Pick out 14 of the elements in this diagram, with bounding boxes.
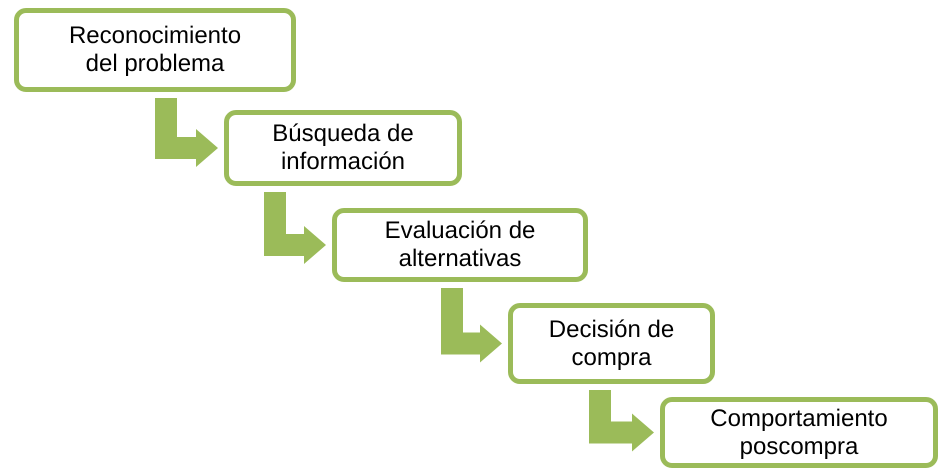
- bent-arrow: [441, 288, 502, 362]
- bent-arrow: [264, 192, 326, 264]
- bent-arrow: [589, 390, 654, 452]
- bent-arrow: [155, 98, 218, 167]
- process-box: [224, 110, 462, 186]
- step-label: Comportamiento poscompra: [709, 404, 889, 460]
- step-label: Evaluación de alternativas: [384, 217, 536, 273]
- step-label: Búsqueda de información: [271, 120, 415, 176]
- process-box: [14, 8, 296, 92]
- process-box: [508, 303, 715, 384]
- process-box: [660, 397, 938, 468]
- step-label: Decisión de compra: [548, 316, 676, 372]
- process-box: [332, 208, 588, 282]
- step-label: Reconocimiento del problema: [68, 22, 242, 78]
